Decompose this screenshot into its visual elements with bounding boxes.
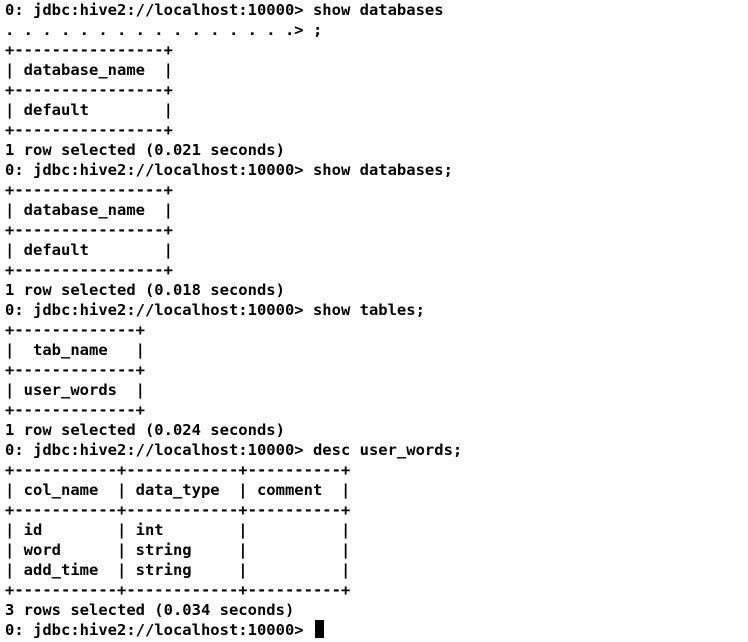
terminal-line: | database_name | xyxy=(5,61,173,79)
terminal-line: | default | xyxy=(5,101,173,119)
terminal-line: . . . . . . . . . . . . . . . .> ; xyxy=(5,21,323,39)
terminal-line: +----------------+ xyxy=(5,261,173,279)
prompt-text: 0: jdbc:hive2://localhost:10000> xyxy=(5,621,313,639)
terminal-line: | default | xyxy=(5,241,173,259)
terminal-line: +-------------+ xyxy=(5,361,145,379)
terminal-line: 3 rows selected (0.034 seconds) xyxy=(5,601,295,619)
terminal-line: | add_time | string | | xyxy=(5,561,351,579)
terminal-line: | user_words | xyxy=(5,381,145,399)
prompt-line[interactable]: 0: jdbc:hive2://localhost:10000> xyxy=(5,620,748,640)
terminal-line: 0: jdbc:hive2://localhost:10000> desc us… xyxy=(5,441,463,459)
terminal-line: | col_name | data_type | comment | xyxy=(5,481,351,499)
terminal-line: +-----------+------------+----------+ xyxy=(5,581,351,599)
terminal-line: 0: jdbc:hive2://localhost:10000> show ta… xyxy=(5,301,425,319)
terminal-line: +----------------+ xyxy=(5,221,173,239)
terminal-line: 1 row selected (0.018 seconds) xyxy=(5,281,285,299)
terminal-line: 1 row selected (0.024 seconds) xyxy=(5,421,285,439)
text-cursor xyxy=(314,620,324,638)
terminal-line: +----------------+ xyxy=(5,181,173,199)
terminal-line: +-----------+------------+----------+ xyxy=(5,501,351,519)
terminal-line: | id | int | | xyxy=(5,521,351,539)
terminal-line: 0: jdbc:hive2://localhost:10000> show da… xyxy=(5,161,453,179)
terminal-line: +-----------+------------+----------+ xyxy=(5,461,351,479)
terminal-line: +----------------+ xyxy=(5,81,173,99)
terminal-line: 0: jdbc:hive2://localhost:10000> show da… xyxy=(5,1,444,19)
terminal-line: | database_name | xyxy=(5,201,173,219)
terminal-line: +----------------+ xyxy=(5,121,173,139)
terminal-line: 1 row selected (0.021 seconds) xyxy=(5,141,285,159)
terminal-line: | tab_name | xyxy=(5,341,145,359)
terminal-line: | word | string | | xyxy=(5,541,351,559)
terminal-line: +-------------+ xyxy=(5,401,145,419)
terminal-line: +-------------+ xyxy=(5,321,145,339)
terminal-line: +----------------+ xyxy=(5,41,173,59)
